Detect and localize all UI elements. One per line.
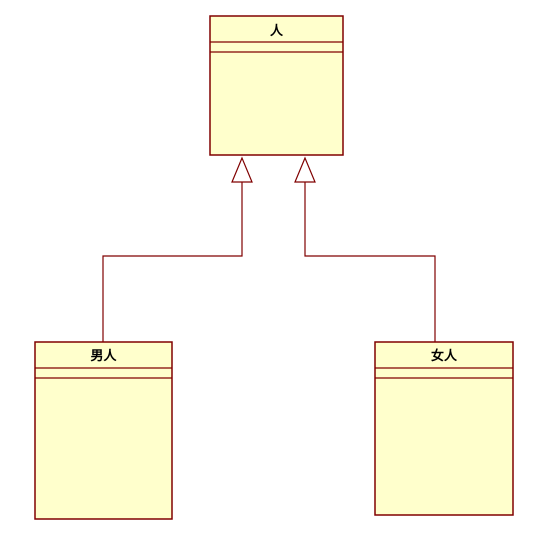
class-person-box	[209, 15, 344, 156]
class-man-name: 男人	[90, 348, 117, 364]
connector-line-woman	[304, 182, 436, 342]
generalization-man-to-person	[102, 156, 253, 342]
class-person[interactable]: 人	[209, 15, 344, 156]
class-man[interactable]: 男人	[34, 341, 173, 520]
class-person-name: 人	[270, 23, 284, 39]
class-woman-name: 女人	[431, 348, 458, 364]
connector-line-man	[102, 182, 243, 342]
class-man-box	[34, 341, 173, 520]
generalization-woman-to-person	[294, 156, 436, 342]
inheritance-arrowhead-man	[231, 156, 253, 183]
inheritance-arrowhead-woman	[294, 156, 316, 183]
class-woman-box	[374, 341, 514, 516]
class-woman[interactable]: 女人	[374, 341, 514, 516]
